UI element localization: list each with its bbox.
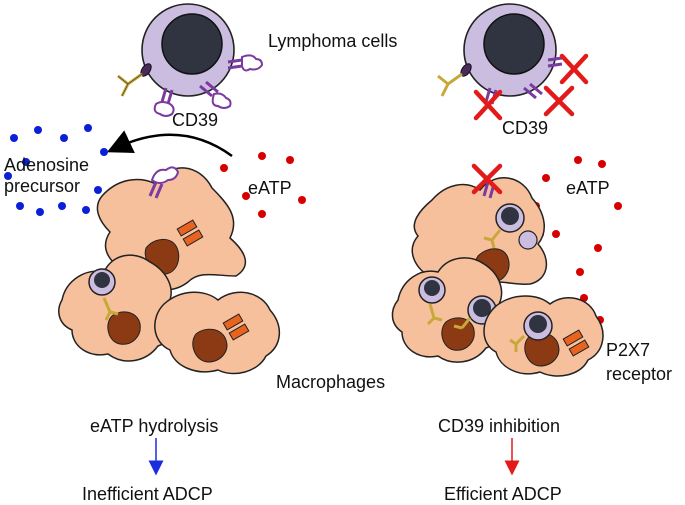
cd39-receptor-left-2 (199, 80, 232, 109)
macrophage-left-bottom-left (58, 254, 176, 362)
cd39-receptor-left-3 (153, 87, 175, 117)
adenosine-precursor-dots (4, 124, 108, 216)
eatp-label-left: eATP (248, 178, 292, 198)
antibody-right-top (437, 63, 472, 97)
antibody-right-3 (509, 334, 526, 352)
left-process-label: eATP hydrolysis (90, 416, 218, 436)
lymphoma-cell-right (437, 3, 589, 121)
p2x7-receptor-left-1 (176, 219, 204, 247)
antibody-left-top (117, 63, 152, 97)
antibody-right-2 (426, 303, 472, 330)
macrophage-right-bottom-left (391, 257, 505, 363)
antibody-right-1 (483, 229, 502, 249)
right-outcome-label: Efficient ADCP (444, 484, 562, 504)
cd39-label-left: CD39 (172, 110, 218, 130)
p2x7-receptor-right (562, 329, 590, 357)
lymphoma-cells-label: Lymphoma cells (268, 31, 397, 51)
eatp-label-right: eATP (566, 178, 610, 198)
hydrolysis-arrow (106, 130, 233, 158)
lymphoma-cell-left (117, 3, 264, 117)
engulfed-lymphoma-cell-right-2 (418, 276, 497, 325)
cd39-receptor-left-1 (227, 54, 264, 72)
macrophage-right-top (411, 163, 548, 296)
inhibition-cross-3 (473, 89, 503, 121)
inhibition-cross-4 (471, 163, 503, 195)
adenosine-label-line2: precursor (4, 176, 80, 196)
p2x7-label-line1: P2X7 (606, 340, 650, 360)
p2x7-label-line2: receptor (606, 364, 672, 384)
cd39-label-right: CD39 (502, 118, 548, 138)
left-outcome-label: Inefficient ADCP (82, 484, 213, 504)
macrophage-right-bottom-right (483, 295, 604, 377)
inhibition-cross-2 (543, 85, 575, 117)
macrophage-left-bottom-right (154, 291, 280, 375)
engulfed-lymphoma-cell-right-1 (495, 203, 538, 250)
macrophages-label: Macrophages (276, 372, 385, 392)
antibody-left-bottom (102, 297, 119, 321)
eatp-dots-left (220, 152, 306, 218)
right-process-label: CD39 inhibition (438, 416, 560, 436)
p2x7-receptor-left-2 (222, 313, 250, 341)
engulfed-lymphoma-cell-right-3 (523, 311, 553, 341)
adenosine-label-line1: Adenosine (4, 155, 89, 175)
engulfed-lymphoma-cell-left (88, 268, 116, 296)
cd39-receptor-left-macrophage (148, 166, 180, 199)
inhibition-cross-1 (559, 53, 589, 85)
